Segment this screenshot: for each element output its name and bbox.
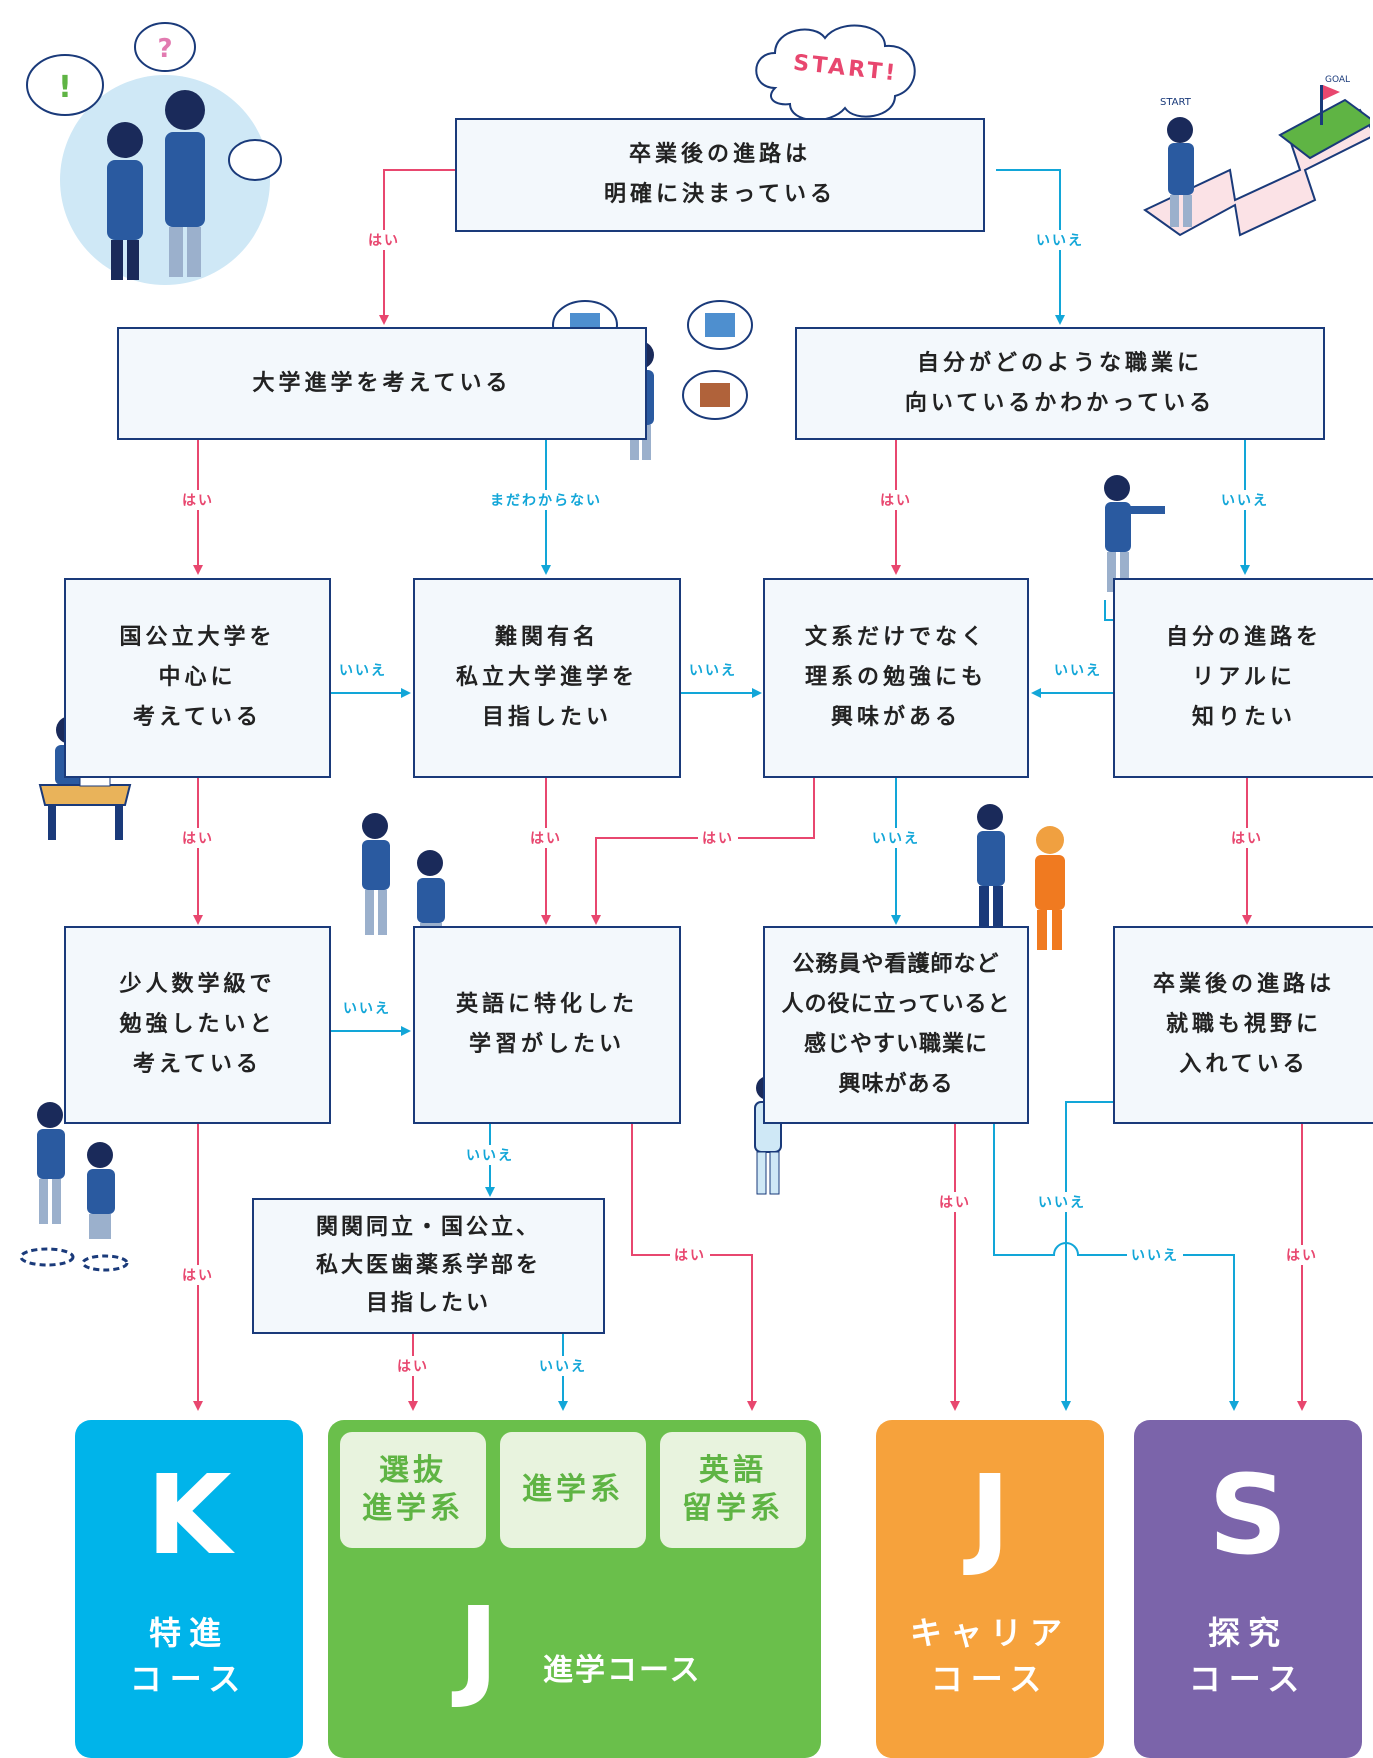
label-yes: はい bbox=[1227, 828, 1267, 848]
question-public-service-job: 公務員や看護師など 人の役に立っていると 感じやすい職業に 興味がある bbox=[763, 926, 1029, 1124]
students-talking-illustration bbox=[362, 813, 445, 941]
label-no: いいえ bbox=[1034, 1192, 1090, 1212]
label-no: いいえ bbox=[868, 828, 924, 848]
course-letter: S bbox=[1208, 1451, 1288, 1579]
question-national-public-university: 国公立大学を 中心に 考えている bbox=[64, 578, 331, 778]
course-letter: K bbox=[146, 1451, 232, 1579]
label-no: いいえ bbox=[1217, 490, 1273, 510]
question-text: ? bbox=[157, 34, 172, 64]
university-buildings-illustration bbox=[552, 300, 753, 460]
course-name: キャリア コース bbox=[909, 1614, 1070, 1698]
exclaim-text: ! bbox=[58, 70, 72, 105]
course-j-shingaku: 選抜 進学系 進学系 英語 留学系 J 進学コース bbox=[328, 1420, 821, 1758]
label-yes: はい bbox=[393, 1356, 433, 1376]
label-yes: はい bbox=[178, 1265, 218, 1285]
course-letter: J bbox=[458, 1583, 499, 1711]
question-employment-option: 卒業後の進路は 就職も視野に 入れている bbox=[1113, 926, 1373, 1124]
course-s-tankyu: S 探究 コース bbox=[1134, 1420, 1362, 1758]
course-letter: J bbox=[969, 1451, 1011, 1579]
label-no: いいえ bbox=[685, 660, 741, 680]
start-cloud-icon bbox=[755, 24, 916, 121]
label-yes: はい bbox=[526, 828, 566, 848]
police-firefighter-illustration bbox=[977, 804, 1065, 950]
label-yes: はい bbox=[935, 1192, 975, 1212]
label-yes: はい bbox=[178, 490, 218, 510]
question-post-graduation-decided: 卒業後の進路は 明確に決まっている bbox=[455, 118, 985, 232]
label-no: いいえ bbox=[462, 1145, 518, 1165]
question-prestigious-private-university: 難関有名 私立大学進学を 目指したい bbox=[413, 578, 681, 778]
sub-course-selective: 選抜 進学系 bbox=[340, 1432, 486, 1548]
course-name: 探究 コース bbox=[1188, 1614, 1308, 1698]
students-thinking-illustration: ! ? bbox=[26, 22, 282, 285]
goal-sign-text: GOAL bbox=[1325, 75, 1350, 85]
label-yes: はい bbox=[876, 490, 916, 510]
course-j-career: J キャリア コース bbox=[876, 1420, 1104, 1758]
question-small-class: 少人数学級で 勉強したいと 考えている bbox=[64, 926, 331, 1124]
label-yes: はい bbox=[698, 828, 738, 848]
label-yes: はい bbox=[178, 828, 218, 848]
course-name: 特進 コース bbox=[129, 1614, 249, 1698]
label-no: いいえ bbox=[535, 1356, 591, 1376]
question-considering-university: 大学進学を考えている bbox=[117, 327, 647, 440]
students-idea-illustration bbox=[19, 1090, 129, 1272]
label-no: いいえ bbox=[335, 660, 391, 680]
label-yes: はい bbox=[364, 230, 404, 250]
course-k-tokushin: K 特進 コース bbox=[75, 1420, 303, 1758]
label-unsure: まだわからない bbox=[486, 490, 606, 510]
label-yes: はい bbox=[670, 1245, 710, 1265]
label-no: いいえ bbox=[1032, 230, 1088, 250]
question-english-focused: 英語に特化した 学習がしたい bbox=[413, 926, 681, 1124]
question-know-suitable-career: 自分がどのような職業に 向いているかわかっている bbox=[795, 327, 1325, 440]
course-name: 進学コース bbox=[543, 1653, 702, 1688]
question-know-career-realistically: 自分の進路を リアルに 知りたい bbox=[1113, 578, 1373, 778]
label-no: いいえ bbox=[1127, 1245, 1183, 1265]
sub-course-english-study-abroad: 英語 留学系 bbox=[660, 1432, 806, 1548]
student-pointing-illustration bbox=[1104, 475, 1166, 621]
start-sign-text: START bbox=[1160, 97, 1192, 108]
question-top-universities-medical: 関関同立・国公立、 私大医歯薬系学部を 目指したい bbox=[252, 1198, 605, 1334]
label-no: いいえ bbox=[339, 998, 395, 1018]
question-interest-in-science: 文系だけでなく 理系の勉強にも 興味がある bbox=[763, 578, 1029, 778]
label-yes: はい bbox=[1282, 1245, 1322, 1265]
start-goal-path-illustration: START GOAL bbox=[1143, 75, 1370, 237]
sub-course-advancement: 進学系 bbox=[500, 1432, 646, 1548]
label-no: いいえ bbox=[1050, 660, 1106, 680]
